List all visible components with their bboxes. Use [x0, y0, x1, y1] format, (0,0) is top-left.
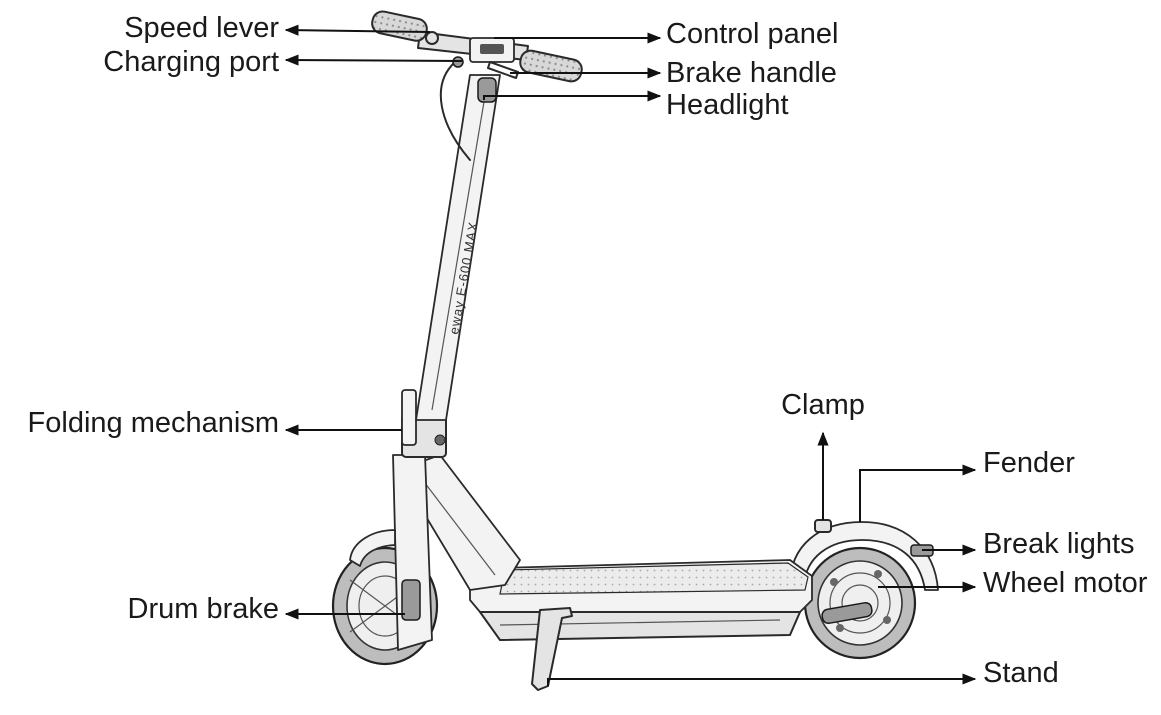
callout-lines — [284, 24, 977, 686]
stem: eway E-600 MAX — [415, 74, 501, 421]
clamp-part — [814, 519, 832, 533]
leader-fender — [859, 464, 977, 522]
front-fork — [349, 454, 433, 651]
leader-speed-lever — [284, 24, 431, 36]
deck — [469, 559, 813, 641]
scooter-illustration: eway E-600 MAX — [331, 10, 939, 691]
brake-cable — [439, 61, 471, 161]
speed-lever-part — [425, 31, 439, 45]
label-wheel-motor: Wheel motor — [983, 567, 1148, 599]
label-fender: Fender — [983, 447, 1075, 479]
label-speed-lever: Speed lever — [124, 12, 279, 44]
label-stand: Stand — [983, 657, 1059, 689]
label-charging-port: Charging port — [103, 46, 279, 78]
leader-stand — [547, 673, 977, 686]
label-folding-mechanism: Folding mechanism — [28, 407, 279, 439]
folding-mechanism-part — [401, 389, 447, 458]
label-break-lights: Break lights — [983, 528, 1135, 560]
kickstand — [531, 607, 573, 691]
leader-charging-port — [284, 54, 463, 66]
brake-lever-part — [487, 61, 519, 79]
label-clamp: Clamp — [781, 389, 865, 421]
rear-wheel — [803, 546, 917, 660]
callout-labels: Speed lever Charging port Control panel … — [28, 12, 1148, 689]
label-headlight: Headlight — [666, 89, 789, 121]
charging-port-part — [452, 56, 464, 68]
label-brake-handle: Brake handle — [666, 57, 837, 89]
label-control-panel: Control panel — [666, 18, 839, 50]
leader-headlight — [483, 90, 662, 102]
label-drum-brake: Drum brake — [128, 593, 280, 625]
headlight-part — [477, 77, 497, 103]
